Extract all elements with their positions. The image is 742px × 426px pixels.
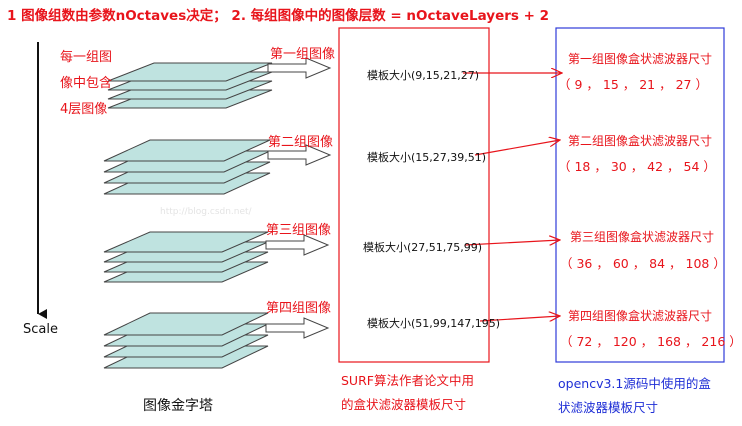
surf-template-box	[338, 27, 490, 363]
block-arrow-1	[267, 57, 332, 79]
surf-template-2: 模板大小(15,27,39,51)	[367, 151, 487, 164]
opencv-title-2: 第二组图像盒状滤波器尺寸	[568, 134, 713, 148]
opencv-box-caption-line-1: opencv3.1源码中使用的盒	[558, 376, 711, 391]
image-stack-group-2	[103, 139, 271, 195]
left-note-line-2: 像中包含	[60, 76, 113, 91]
block-arrow-3	[265, 234, 330, 256]
group-label-1: 第一组图像	[270, 47, 336, 62]
opencv-sizes-1: （ 9 ， 15 ， 21 ， 27 ）	[558, 77, 708, 92]
surf-box-caption-line-1: SURF算法作者论文中用	[341, 373, 474, 388]
watermark-text: http://blog.csdn.net/	[160, 207, 252, 217]
opencv-title-3: 第三组图像盒状滤波器尺寸	[570, 230, 715, 244]
image-stack-group-1	[107, 62, 273, 109]
diagram-canvas	[37, 27, 725, 369]
group-label-4: 第四组图像	[266, 301, 332, 316]
opencv-title-1: 第一组图像盒状滤波器尺寸	[568, 52, 713, 66]
surf-box-caption-line-2: 的盒状滤波器模板尺寸	[341, 397, 467, 412]
pyramid-stacks	[103, 62, 273, 369]
opencv-sizes-3: （ 36 ， 60 ， 84 ， 108 ）	[560, 256, 726, 271]
surf-template-1: 模板大小(9,15,21,27)	[367, 69, 480, 82]
block-arrows	[265, 57, 332, 339]
layer	[107, 62, 273, 82]
header-formula-text: 1 图像组数由参数nOctaves决定； 2. 每组图像中的图像层数 = nOc…	[7, 8, 550, 24]
opencv-title-4: 第四组图像盒状滤波器尺寸	[568, 309, 713, 323]
group-label-2: 第二组图像	[268, 135, 334, 150]
connector-arrow-2	[474, 140, 560, 156]
opencv-sizes-2: （ 18 ， 30 ， 42 ， 54 ）	[558, 159, 716, 174]
surf-template-3: 模板大小(27,51,75,99)	[363, 241, 483, 254]
layer	[103, 312, 269, 336]
image-stack-group-3	[103, 231, 269, 283]
surf-template-4: 模板大小(51,99,147,195)	[367, 317, 501, 330]
left-note-line-1: 每一组图	[60, 50, 113, 65]
left-note-line-3: 4层图像	[60, 102, 108, 117]
image-stack-group-4	[103, 312, 269, 369]
layer	[103, 139, 271, 162]
connector-arrow-4	[479, 316, 560, 321]
pyramid-caption: 图像金字塔	[143, 398, 213, 414]
block-arrow-4	[265, 317, 330, 339]
opencv-box-caption-line-2: 状滤波器模板尺寸	[558, 400, 659, 415]
scale-label: Scale	[23, 322, 58, 337]
connector-arrows	[463, 73, 562, 321]
block-arrow-2	[267, 144, 332, 166]
layer	[103, 231, 269, 253]
opencv-sizes-4: （ 72 ， 120 ， 168 ， 216 ）	[560, 334, 742, 349]
opencv-template-box	[555, 27, 725, 363]
group-label-3: 第三组图像	[266, 223, 332, 238]
connector-arrow-3	[464, 240, 560, 246]
